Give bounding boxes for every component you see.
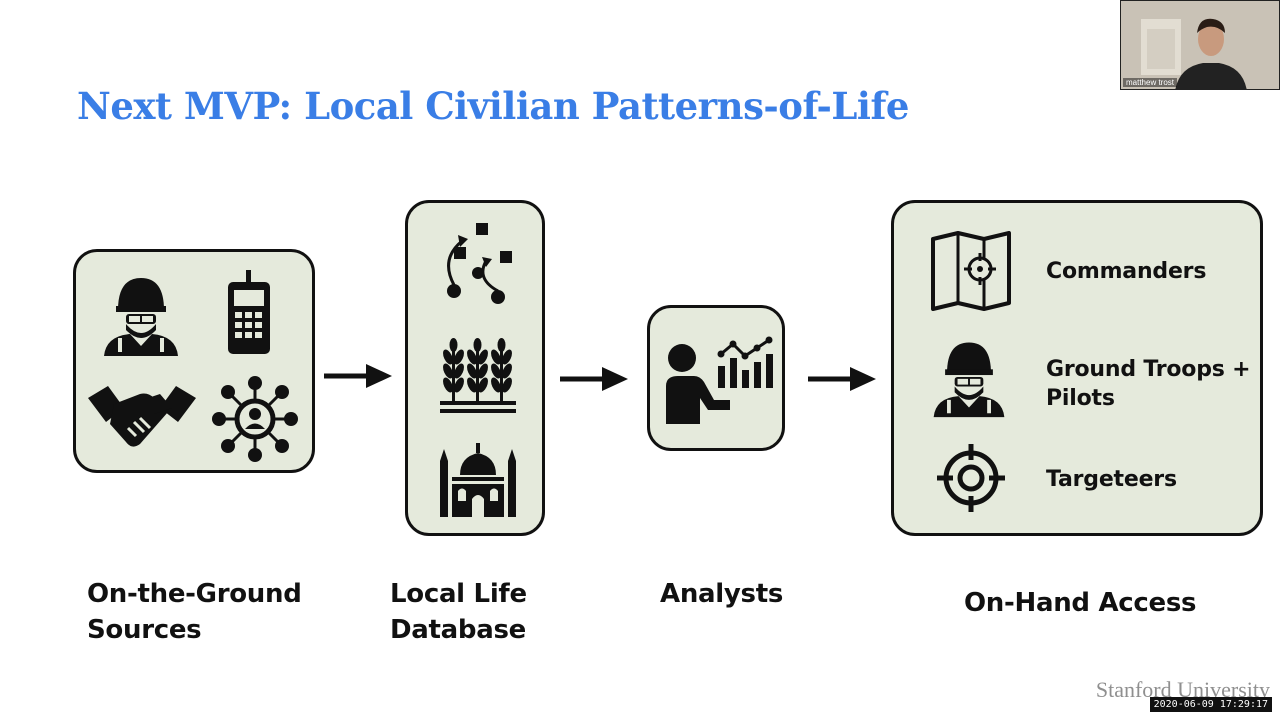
caption-access: On-Hand Access	[964, 585, 1197, 621]
access-label-ground-troops: Ground Troops + Pilots	[1046, 355, 1251, 413]
strategy-icon	[447, 223, 512, 304]
caption-line: Database	[390, 615, 526, 645]
caption-line: On-the-Ground	[87, 579, 302, 609]
arrow-right-icon	[808, 367, 876, 391]
access-label-line: Pilots	[1046, 386, 1115, 411]
access-label-targeteers: Targeteers	[1046, 467, 1177, 492]
analysts-box	[647, 305, 785, 451]
caption-database: Local Life Database	[390, 576, 527, 648]
caption-line: On-Hand Access	[964, 588, 1197, 618]
access-label-line: Ground Troops +	[1046, 357, 1251, 382]
mosque-icon	[440, 443, 516, 517]
social-network-icon	[212, 376, 298, 462]
crosshair-icon	[937, 444, 1005, 512]
presenter-chart-icon	[666, 336, 773, 424]
caption-sources: On-the-Ground Sources	[87, 576, 302, 648]
participant-name: matthew trost	[1123, 78, 1178, 87]
cellphone-icon	[228, 270, 270, 354]
participant-avatar	[1121, 1, 1279, 89]
soldier-icon	[933, 342, 1005, 418]
caption-line: Analysts	[660, 579, 784, 609]
caption-analysts: Analysts	[660, 576, 783, 612]
participant-video[interactable]: matthew trost	[1120, 0, 1280, 90]
soldier-icon	[104, 278, 178, 356]
sources-box	[73, 249, 315, 473]
crops-icon	[440, 338, 516, 413]
recording-timestamp: 2020-06-09 17:29:17	[1149, 697, 1272, 712]
database-box	[405, 200, 545, 536]
arrow-right-icon	[560, 367, 628, 391]
caption-line: Sources	[87, 615, 202, 645]
arrow-right-icon	[324, 364, 392, 388]
map-target-icon	[931, 231, 1011, 311]
access-label-commanders: Commanders	[1046, 259, 1207, 284]
caption-line: Local Life	[390, 579, 527, 609]
access-box: Commanders Ground Troops + Pilots Target…	[891, 200, 1263, 536]
handshake-icon	[88, 386, 196, 447]
slide-title: Next MVP: Local Civilian Patterns-of-Lif…	[77, 84, 909, 128]
